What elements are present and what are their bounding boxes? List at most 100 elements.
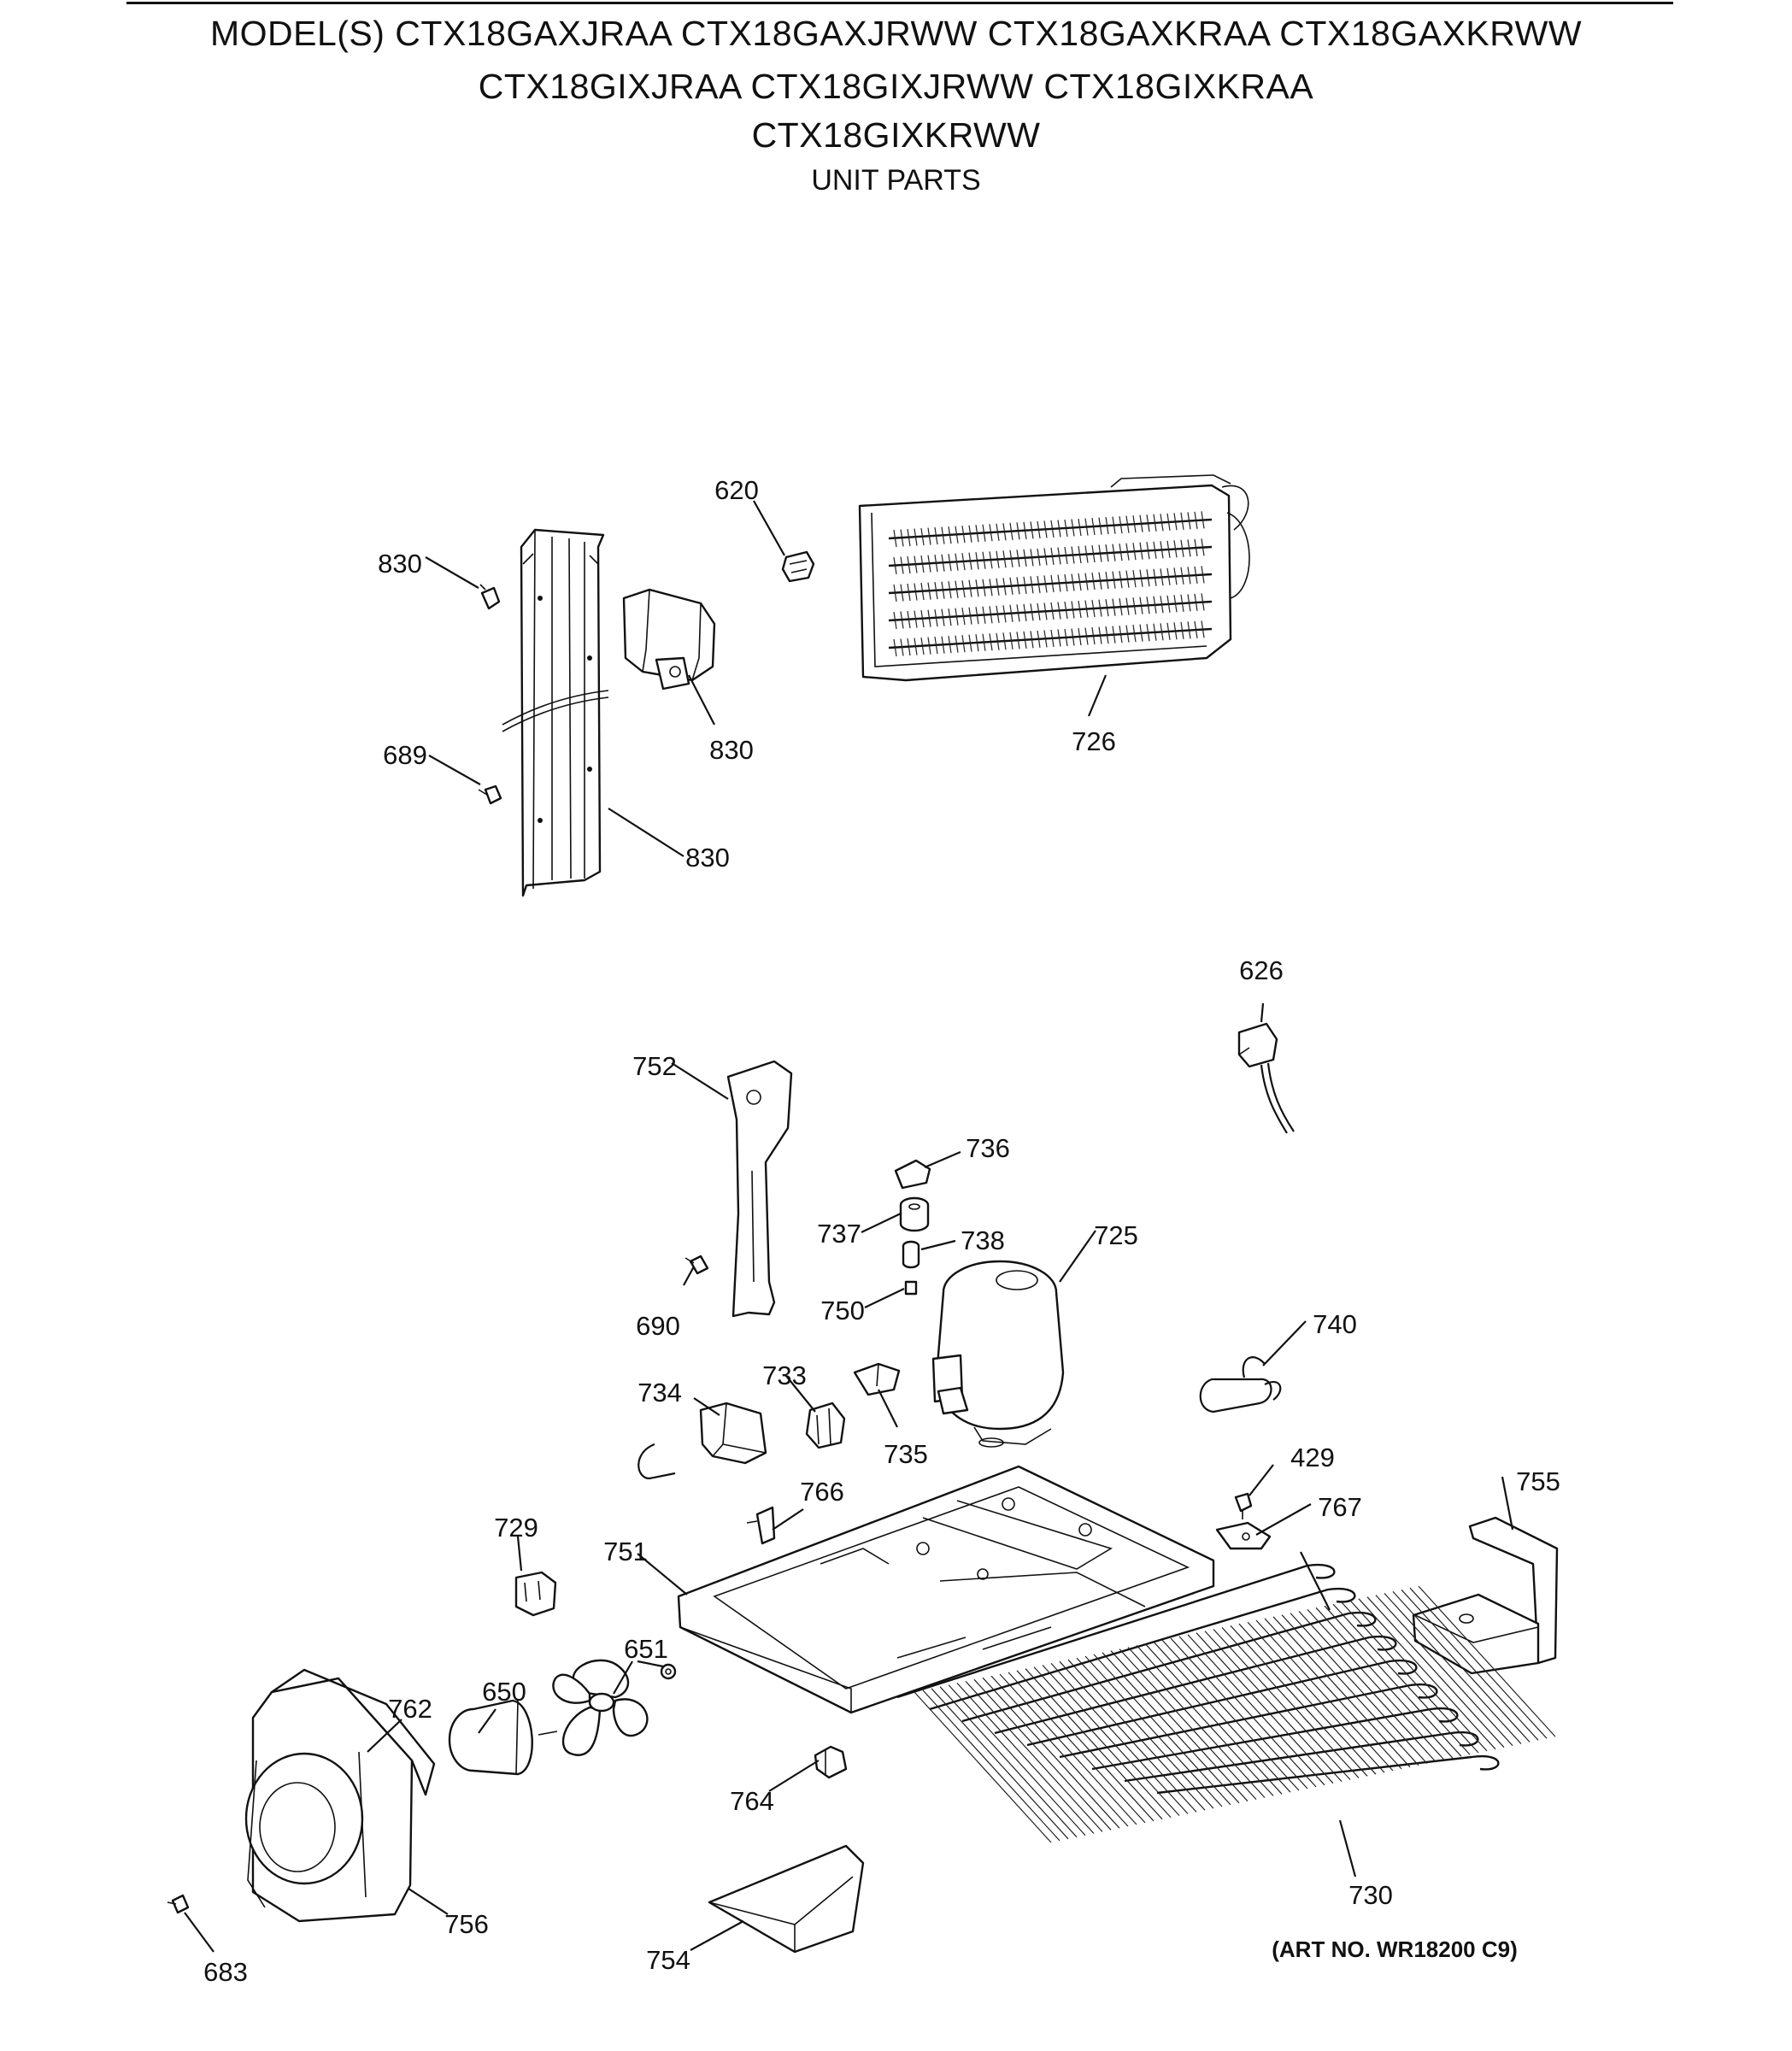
evaporator-fin [989, 579, 993, 596]
callout-751: 751 [603, 1537, 648, 1566]
evaporator-fin [1009, 522, 1014, 540]
evaporator-fin [914, 610, 918, 628]
evaporator-fin [1139, 624, 1143, 642]
part-429-screw [1234, 1492, 1253, 1519]
condenser-wire [1247, 1621, 1385, 1773]
evaporator-fin [1139, 596, 1143, 614]
evaporator-fin [934, 609, 938, 627]
evaporator-fin [1153, 541, 1157, 559]
condenser-wire [1127, 1647, 1266, 1798]
evaporator-fin [927, 582, 931, 600]
evaporator-fin [955, 553, 959, 571]
part-726-evaporator [858, 474, 1250, 682]
evaporator-fin [968, 525, 972, 543]
evaporator-fin [1064, 573, 1068, 592]
evaporator-fin [989, 524, 993, 542]
evaporator-fin [1057, 574, 1061, 592]
callout-754: 754 [646, 1945, 690, 1975]
evaporator-fin [1002, 605, 1007, 623]
evaporator-fin [1105, 626, 1109, 644]
evaporator-fin [1153, 568, 1157, 586]
evaporator-fin [1009, 632, 1014, 649]
evaporator-fin [893, 638, 897, 657]
callout-690: 690 [636, 1311, 680, 1341]
evaporator-fin [1173, 622, 1178, 640]
condenser-tube [994, 1635, 1397, 1735]
evaporator-fin [1194, 511, 1198, 529]
condenser-wire [922, 1690, 1061, 1842]
callout-730: 730 [1348, 1880, 1393, 1910]
evaporator-fin [1146, 624, 1150, 642]
condenser-wire [1008, 1672, 1146, 1824]
evaporator-fin [1098, 517, 1102, 535]
evaporator-fin [1030, 603, 1034, 621]
evaporator-fin [1112, 626, 1116, 644]
condenser-wire [1119, 1648, 1257, 1801]
condenser-wire [1375, 1595, 1513, 1747]
condenser-wire [939, 1686, 1078, 1838]
condenser-wire [999, 1673, 1137, 1825]
evaporator-fin [1071, 601, 1075, 619]
model-list-line-2: CTX18GIXJRAA CTX18GIXJRWW CTX18GIXKRAA [478, 67, 1314, 106]
evaporator-fin [1050, 574, 1055, 593]
evaporator-fin [1112, 598, 1116, 616]
condenser-wire [1178, 1636, 1317, 1788]
evaporator-fin [1173, 567, 1178, 585]
evaporator-fin [1160, 514, 1164, 532]
part-650-fan-motor [448, 1699, 558, 1776]
evaporator-fin [1132, 570, 1137, 588]
condenser-wire [1238, 1623, 1377, 1775]
part-751-base-tray [677, 1465, 1215, 1714]
condenser-wire [1076, 1657, 1214, 1809]
evaporator-fin [1023, 521, 1027, 539]
part-733-relay [805, 1402, 846, 1449]
evaporator-fin [1002, 632, 1007, 650]
evaporator-fin [948, 636, 952, 654]
condenser-wire [1264, 1618, 1402, 1770]
callout-726: 726 [1072, 726, 1116, 756]
condenser-tube [1091, 1707, 1459, 1771]
part-729-connector [514, 1571, 557, 1617]
evaporator-fin [1057, 602, 1061, 620]
condenser-tube [929, 1587, 1356, 1711]
evaporator-fin [1084, 600, 1089, 618]
evaporator-fin [1112, 516, 1116, 534]
part-735-bracket [853, 1362, 901, 1396]
part-830-relay-housing [622, 588, 716, 691]
evaporator-fin [989, 633, 993, 651]
callout-734: 734 [637, 1378, 682, 1407]
condenser-wire [1042, 1665, 1180, 1816]
top-rule [126, 2, 1673, 4]
evaporator-fin [1023, 549, 1027, 567]
condenser-wire [1281, 1614, 1419, 1766]
condenser-wire [1290, 1613, 1428, 1765]
evaporator-fin [1016, 577, 1020, 595]
evaporator-fin [1139, 514, 1143, 532]
evaporator-fin [1187, 621, 1191, 639]
evaporator-fin [1139, 569, 1143, 587]
evaporator-fin [961, 580, 966, 598]
evaporator-fin [1023, 631, 1027, 649]
evaporator-fin [1037, 602, 1041, 621]
evaporator-fin [1132, 625, 1137, 643]
evaporator-fin [927, 609, 931, 627]
evaporator-fin [1016, 549, 1020, 567]
callout-650: 650 [482, 1677, 526, 1707]
evaporator-fin [1180, 512, 1184, 530]
evaporator-fin [961, 635, 966, 653]
evaporator-fin [1119, 598, 1123, 616]
evaporator-fin [1098, 626, 1102, 644]
evaporator-fin [927, 527, 931, 545]
condenser-wire [1084, 1655, 1223, 1807]
evaporator-fin [914, 528, 918, 546]
condenser-tube [1156, 1754, 1500, 1795]
evaporator-fin [1119, 626, 1123, 644]
evaporator-fin [941, 526, 945, 544]
evaporator-fin [893, 529, 897, 548]
condenser-wire [1213, 1629, 1351, 1780]
evaporator-fin [1091, 626, 1096, 645]
evaporator-fin [920, 582, 925, 601]
evaporator-fin [1016, 522, 1020, 540]
part-754-drain-pan [708, 1844, 865, 1954]
evaporator-fin [1160, 596, 1164, 614]
